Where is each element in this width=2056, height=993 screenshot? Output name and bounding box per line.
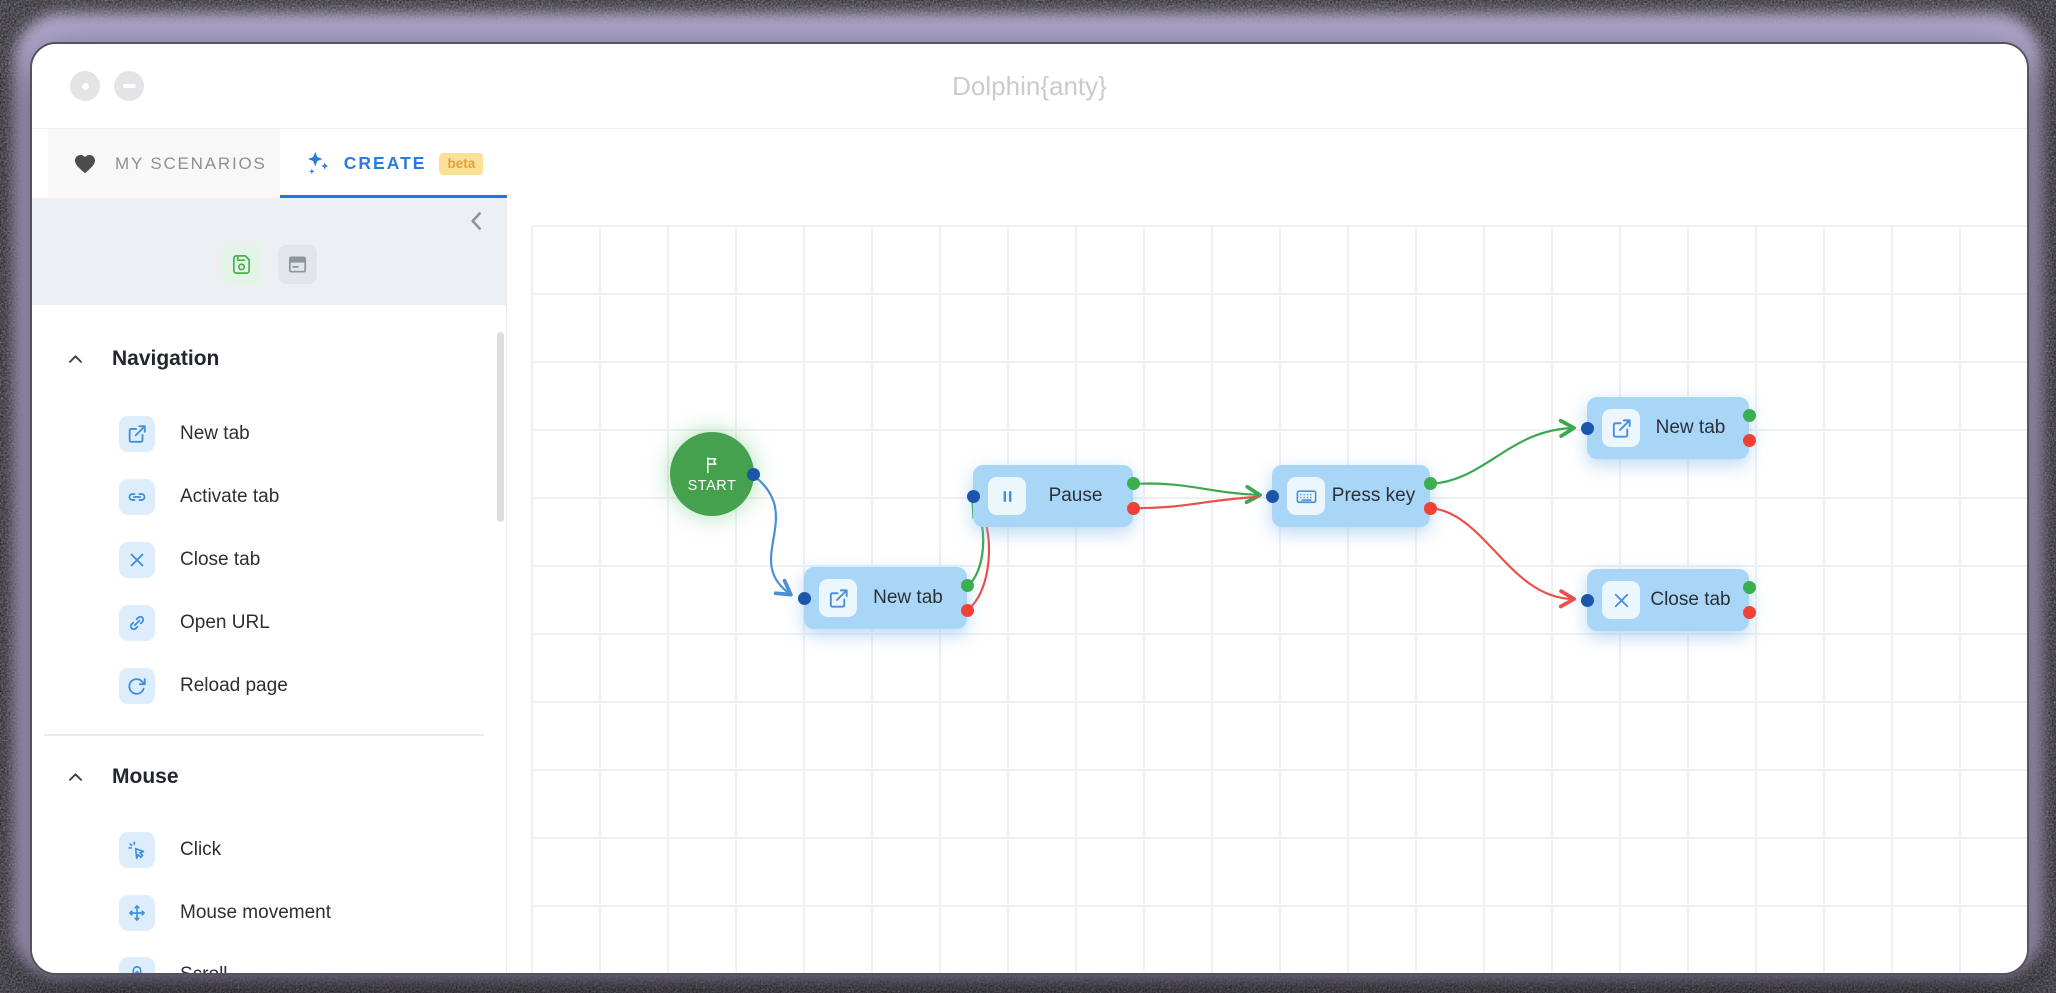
mouse-movement-icon xyxy=(119,894,155,931)
section-header-navigation[interactable]: Navigation xyxy=(66,337,219,381)
collapse-sidebar-button[interactable] xyxy=(464,207,490,235)
sidebar-item-reload-page[interactable]: Reload page xyxy=(119,654,489,717)
flow-node-new-tab[interactable]: New tab xyxy=(1581,397,1756,459)
error-port[interactable] xyxy=(1424,502,1437,515)
dot-icon xyxy=(81,82,89,90)
sidebar-item-activate-tab[interactable]: Activate tab xyxy=(119,465,489,528)
item-label: New tab xyxy=(180,422,250,444)
sparkle-icon xyxy=(304,150,331,177)
scroll-icon xyxy=(119,956,155,973)
tab-label: CREATE xyxy=(343,153,427,173)
sidebar-toolbar xyxy=(32,198,506,305)
flow-node-new-tab[interactable]: New tab xyxy=(798,567,974,629)
tab-create[interactable]: CREATE beta xyxy=(280,129,507,198)
node-label: New tab xyxy=(1655,417,1726,438)
error-port[interactable] xyxy=(1743,606,1756,619)
close-tab-icon xyxy=(1602,581,1640,619)
item-label: Mouse movement xyxy=(180,901,332,923)
canvas-grid xyxy=(531,225,2027,973)
node-label: START xyxy=(687,477,737,494)
back-button[interactable] xyxy=(70,71,100,101)
output-port[interactable] xyxy=(747,468,760,481)
app-window: Dolphin{anty} MY SCENARIOS CREATE beta xyxy=(30,42,2029,975)
section-divider xyxy=(44,734,484,736)
title-bar: Dolphin{anty} xyxy=(32,44,2027,129)
form-icon xyxy=(286,253,309,276)
error-port[interactable] xyxy=(961,604,974,617)
item-label: Close tab xyxy=(180,548,261,570)
new-tab-icon xyxy=(119,415,155,452)
flow-node-press-key[interactable]: Press key xyxy=(1266,465,1437,527)
input-port[interactable] xyxy=(798,591,811,605)
success-port[interactable] xyxy=(1743,581,1756,594)
edge-start-to-new-tab-1[interactable] xyxy=(751,473,793,597)
header-row: MY SCENARIOS CREATE beta xyxy=(32,129,2027,275)
sidebar-scrollbar[interactable] xyxy=(497,332,504,522)
item-label: Reload page xyxy=(180,674,288,696)
sidebar-item-click[interactable]: Click xyxy=(119,818,489,881)
beta-badge: beta xyxy=(439,152,484,175)
chevron-up-icon xyxy=(66,768,85,787)
success-port[interactable] xyxy=(961,579,974,592)
edge-press-key-error-to-close-tab[interactable] xyxy=(1428,506,1576,609)
success-port[interactable] xyxy=(1743,409,1756,422)
edge-pause-success-to-press-key[interactable] xyxy=(1131,482,1262,505)
input-port[interactable] xyxy=(1581,593,1594,607)
keyboard-icon xyxy=(1287,477,1325,515)
tab-my-scenarios[interactable]: MY SCENARIOS xyxy=(48,129,280,198)
flow-canvas[interactable]: START New tab Pause Press key New xyxy=(507,198,2027,973)
section-header-mouse[interactable]: Mouse xyxy=(66,755,179,799)
flow-node-pause[interactable]: Pause xyxy=(967,465,1140,527)
sidebar-item-mouse-movement[interactable]: Mouse movement xyxy=(119,881,489,944)
node-label: Close tab xyxy=(1650,589,1731,610)
node-label: Pause xyxy=(1048,485,1103,506)
success-port[interactable] xyxy=(1127,477,1140,490)
save-scenario-button[interactable] xyxy=(221,245,261,284)
heart-icon xyxy=(72,152,98,176)
section-title: Navigation xyxy=(112,347,220,370)
app-title: Dolphin{anty} xyxy=(952,70,1107,101)
save-icon xyxy=(230,253,253,276)
tab-label: MY SCENARIOS xyxy=(115,153,267,173)
item-label: Open URL xyxy=(180,611,270,633)
pause-icon xyxy=(988,477,1026,515)
edge-press-key-success-to-new-tab-2[interactable] xyxy=(1428,418,1576,486)
chevron-up-icon xyxy=(66,350,85,369)
error-port[interactable] xyxy=(1127,502,1140,515)
flow-node-close-tab[interactable]: Close tab xyxy=(1581,569,1756,631)
reload-page-icon xyxy=(119,667,155,704)
window-controls xyxy=(70,71,144,101)
scenario-settings-button[interactable] xyxy=(277,245,317,284)
minimize-icon xyxy=(122,83,136,89)
actions-sidebar: Navigation New tab Activate tab Close ta… xyxy=(32,198,507,973)
section-title: Mouse xyxy=(112,765,179,788)
edge-pause-error-to-press-key[interactable] xyxy=(1131,495,1260,510)
sidebar-item-close-tab[interactable]: Close tab xyxy=(119,528,489,591)
item-label: Scroll xyxy=(180,963,228,975)
new-tab-icon xyxy=(1602,409,1640,447)
input-port[interactable] xyxy=(967,489,980,503)
item-label: Click xyxy=(180,838,222,860)
minimize-button[interactable] xyxy=(114,71,144,101)
input-port[interactable] xyxy=(1581,421,1594,435)
activate-tab-icon xyxy=(119,478,155,515)
node-label: New tab xyxy=(873,587,943,608)
new-tab-icon xyxy=(819,579,857,617)
close-tab-icon xyxy=(119,541,155,578)
item-label: Activate tab xyxy=(180,485,280,507)
sidebar-item-scroll[interactable]: Scroll xyxy=(119,943,489,975)
sidebar-item-open-url[interactable]: Open URL xyxy=(119,591,489,654)
flow-node-start[interactable]: START xyxy=(670,432,760,516)
error-port[interactable] xyxy=(1743,434,1756,447)
node-label: Press key xyxy=(1331,485,1416,506)
flag-icon xyxy=(702,455,722,475)
open-url-icon xyxy=(119,604,155,641)
input-port[interactable] xyxy=(1266,489,1279,503)
flow-edges xyxy=(751,418,1576,612)
sidebar-item-new-tab[interactable]: New tab xyxy=(119,402,489,465)
click-icon xyxy=(119,831,155,868)
success-port[interactable] xyxy=(1424,477,1437,490)
